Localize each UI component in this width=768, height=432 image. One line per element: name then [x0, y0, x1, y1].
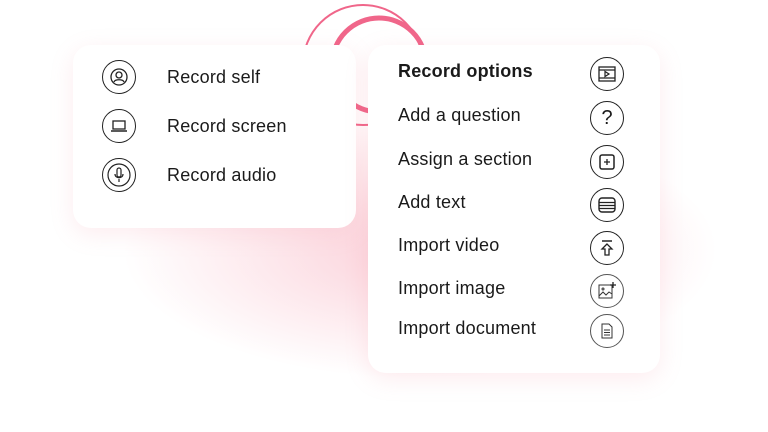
- laptop-icon: [102, 109, 136, 143]
- document-icon[interactable]: [590, 314, 624, 348]
- add-section-icon[interactable]: [590, 145, 624, 179]
- record-card: Record self Record screen Record audio: [73, 45, 356, 228]
- text-lines-icon[interactable]: [590, 188, 624, 222]
- microphone-icon: [102, 158, 136, 192]
- record-screen-label: Record screen: [167, 115, 287, 136]
- record-options-title: Record options: [398, 61, 533, 81]
- import-image-label[interactable]: Import image: [398, 278, 506, 298]
- add-question-label[interactable]: Add a question: [398, 105, 521, 125]
- user-portrait-icon: [102, 60, 136, 94]
- record-audio-item[interactable]: Record audio: [102, 158, 276, 192]
- video-film-icon: [590, 57, 624, 91]
- image-add-icon[interactable]: [590, 274, 624, 308]
- add-text-label[interactable]: Add text: [398, 192, 466, 212]
- record-audio-label: Record audio: [167, 164, 277, 185]
- upload-icon[interactable]: [590, 231, 624, 265]
- record-self-item[interactable]: Record self: [102, 60, 260, 94]
- assign-section-label[interactable]: Assign a section: [398, 149, 533, 169]
- record-self-label: Record self: [167, 66, 261, 87]
- question-icon[interactable]: ?: [590, 101, 624, 135]
- import-document-label[interactable]: Import document: [398, 318, 537, 338]
- record-screen-item[interactable]: Record screen: [102, 109, 287, 143]
- record-options-card: Record options Add a question ? Assign a…: [368, 45, 660, 373]
- import-video-label[interactable]: Import video: [398, 235, 500, 255]
